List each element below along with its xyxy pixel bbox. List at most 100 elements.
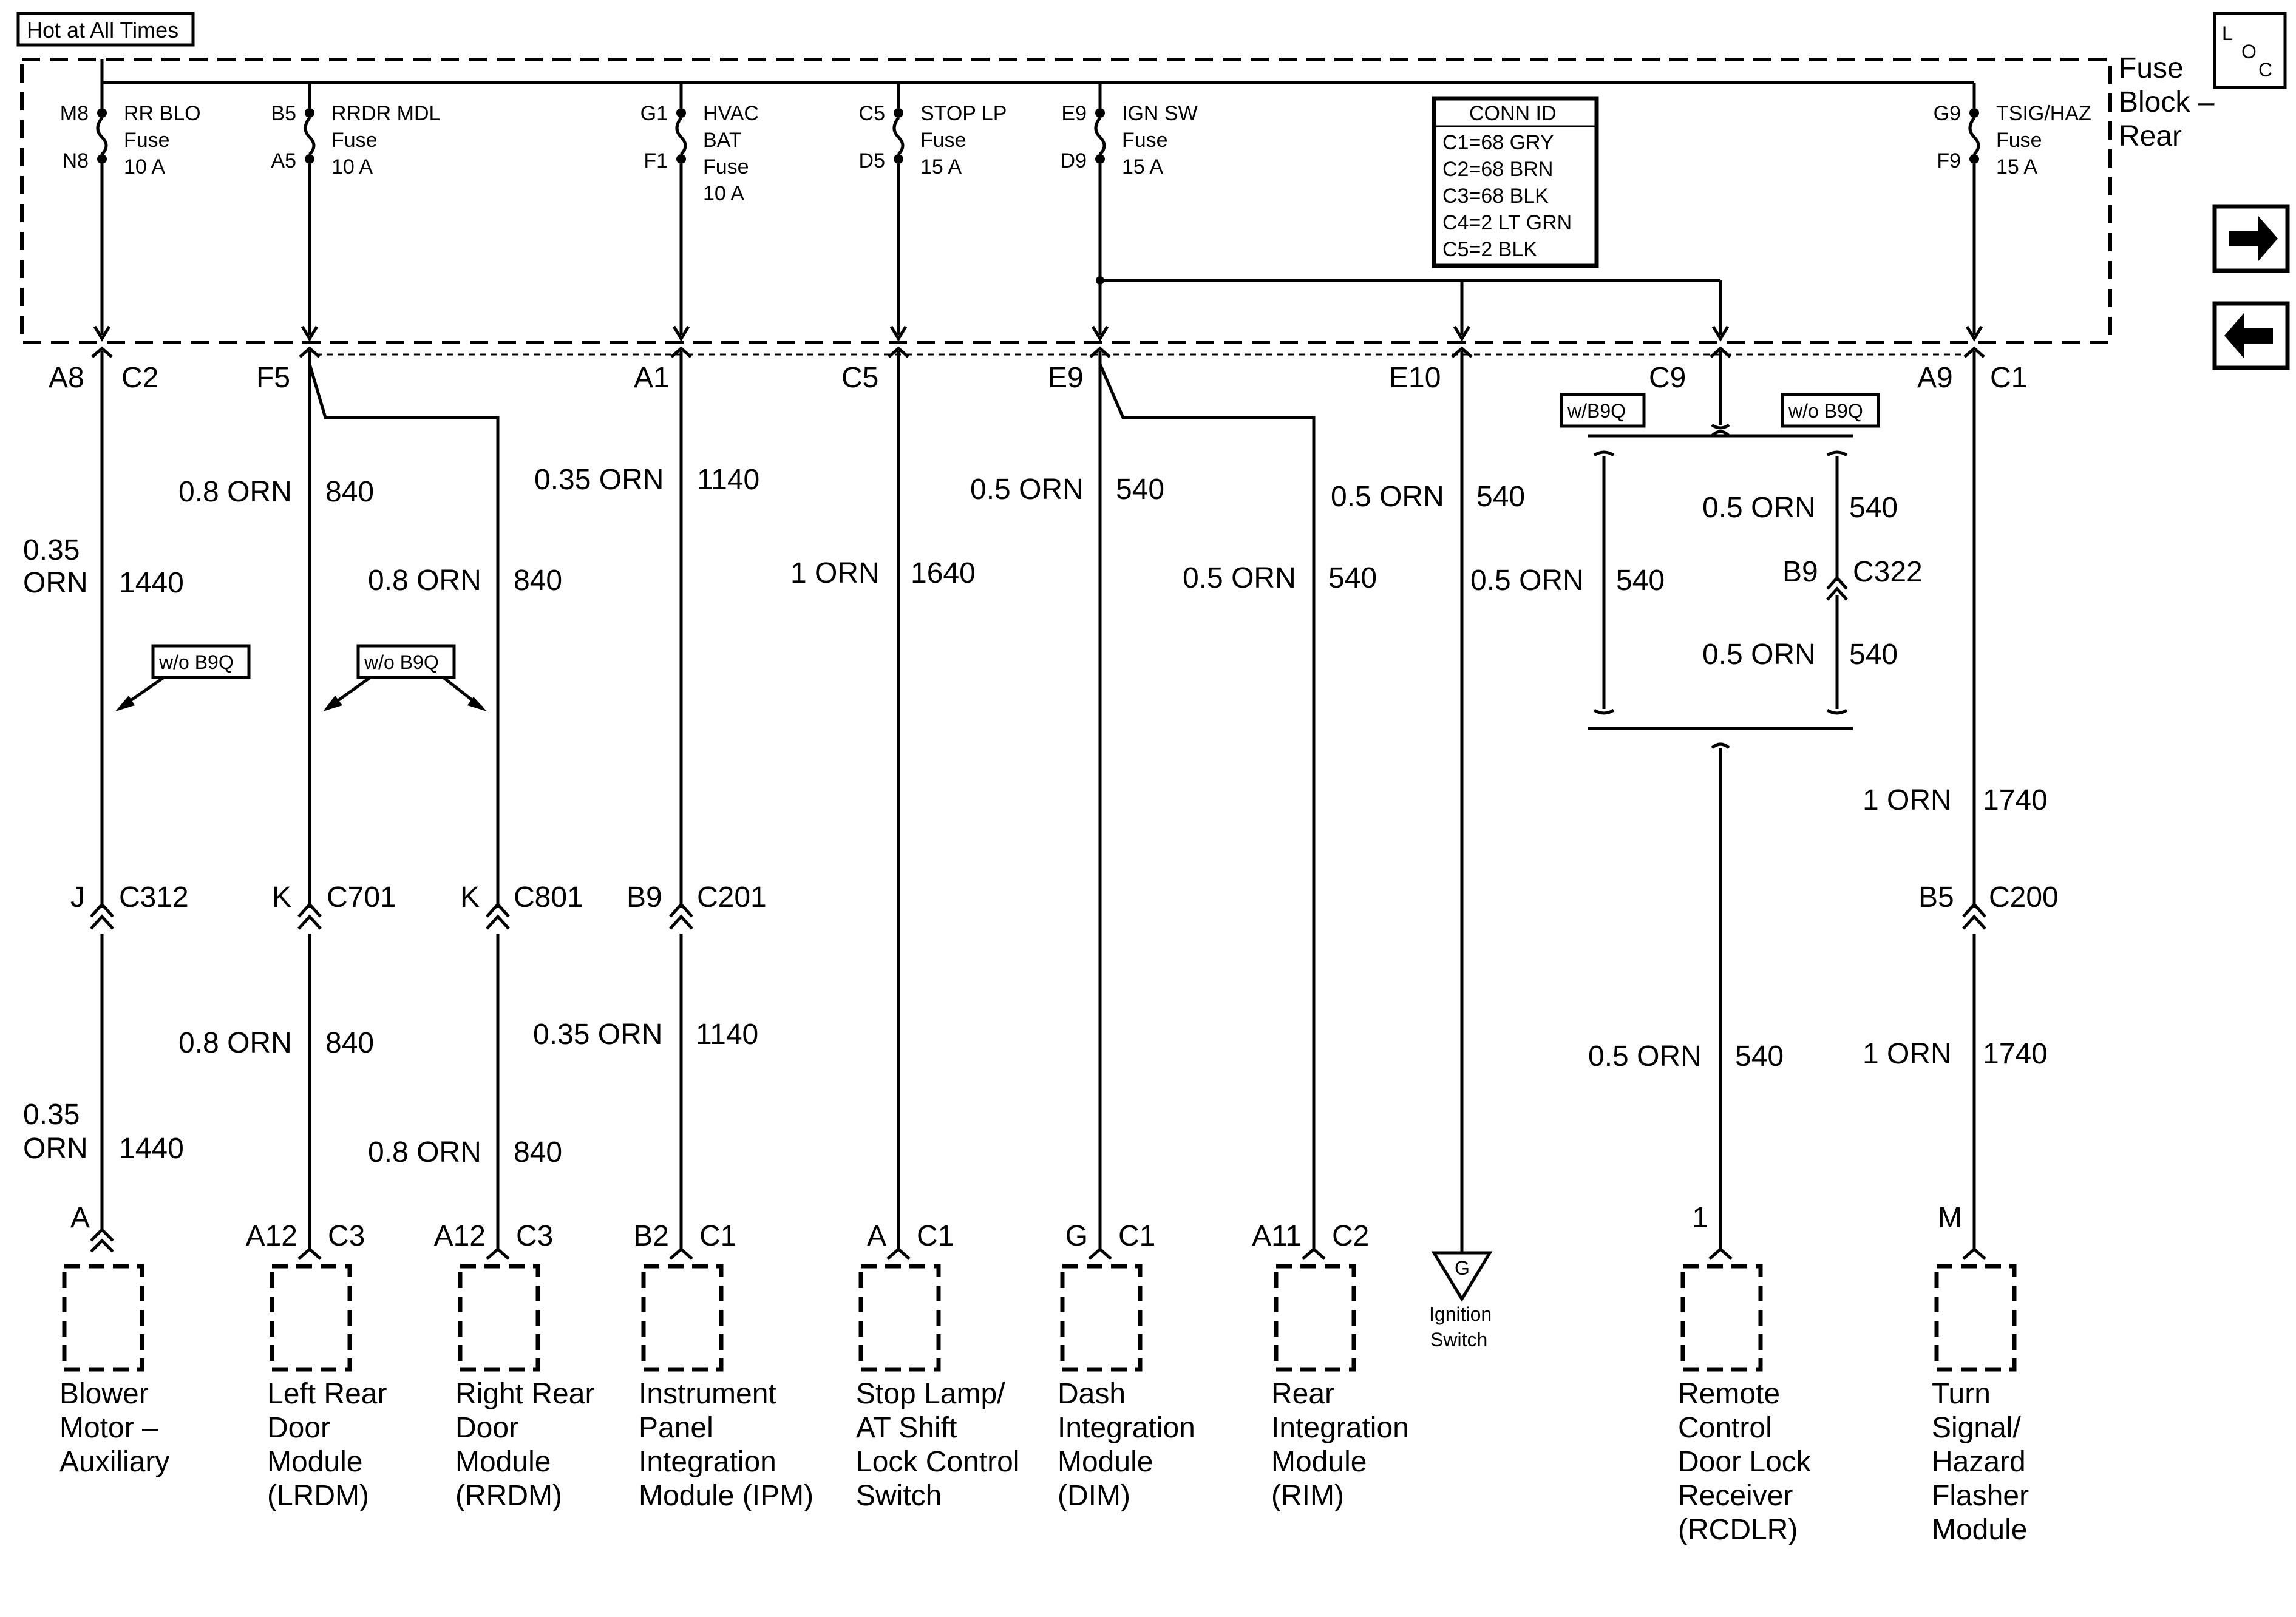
fuse-out-pin: F9 (1937, 149, 1961, 172)
fuse-label: RR BLO (124, 102, 201, 125)
wire-gauge: 1 ORN (1863, 1038, 1952, 1070)
svg-text:E10: E10 (1389, 362, 1441, 394)
component-name: Stop Lamp/ (856, 1378, 1005, 1410)
component-terminal-symbols (90, 1227, 1986, 1260)
component-name: Integration (1058, 1412, 1195, 1444)
component-box (458, 1264, 540, 1372)
fuse-out-pin: A5 (271, 149, 296, 172)
component-pin: G (1065, 1220, 1088, 1252)
conn-id-row: C3=68 BLK (1442, 185, 1549, 208)
component-pin: M (1938, 1202, 1962, 1234)
svg-text:C801: C801 (514, 881, 583, 914)
component-pin: A (867, 1220, 886, 1252)
svg-text:w/o B9Q: w/o B9Q (1788, 400, 1863, 422)
component-name: Hazard (1932, 1446, 2026, 1478)
wire-circuit: 540 (1116, 473, 1164, 506)
component-name: Door (455, 1412, 518, 1444)
svg-text:Rear: Rear (2119, 120, 2182, 152)
component-name: Blower (59, 1378, 149, 1410)
conn-id-table: CONN ID C1=68 GRY C2=68 BRN C3=68 BLK C4… (1432, 96, 1599, 268)
hot-label-text: Hot at All Times (27, 18, 178, 42)
fuse-in-pin: M8 (60, 102, 89, 125)
option-tag-wo-b9q: w/o B9Q (323, 644, 487, 711)
right-arrow-icon (2229, 216, 2278, 261)
fuse-terminal (305, 108, 314, 118)
fuse-label: 15 A (1996, 155, 2037, 178)
fuse-label: 15 A (1122, 155, 1163, 178)
fuse-out-pin: D9 (1061, 149, 1087, 172)
component-connector: C1 (917, 1220, 954, 1252)
component-box (1060, 1264, 1143, 1372)
fuse-label: Fuse (124, 129, 170, 152)
svg-text:G: G (1455, 1257, 1470, 1279)
svg-text:A8: A8 (49, 362, 84, 394)
fuse-terminal (97, 154, 107, 164)
down-arrow-icon (93, 325, 111, 342)
component-pin: 1 (1692, 1202, 1708, 1234)
component-name: (RIM) (1271, 1480, 1344, 1512)
wire-gauge: 0.5 ORN (1183, 562, 1296, 594)
block-output-arrows (91, 325, 1985, 358)
fuse-in-pin: G1 (640, 102, 668, 125)
connector-mark (91, 346, 113, 358)
fuse-terminal (676, 154, 686, 164)
component-box (858, 1264, 941, 1372)
fuse-label: IGN SW (1122, 102, 1198, 125)
wire-circuit: 1140 (696, 1019, 758, 1051)
svg-text:Block –: Block – (2119, 86, 2215, 118)
component-connector: C1 (699, 1220, 736, 1252)
fuse-label: STOP LP (920, 102, 1007, 125)
component-pin: A12 (434, 1220, 486, 1252)
component-name: Module (1271, 1446, 1367, 1478)
fuse-icon (675, 117, 687, 155)
loc-icon[interactable]: L O C (2213, 12, 2287, 89)
fuse-icon (892, 117, 905, 155)
component-name: Module (IPM) (639, 1480, 813, 1512)
down-arrow-icon (889, 325, 908, 342)
svg-text:Fuse: Fuse (2119, 52, 2184, 84)
wire-circuit: 1440 (119, 567, 184, 599)
wire-circuit: 540 (1616, 564, 1665, 597)
connector-mark (888, 346, 909, 358)
down-arrow-icon (1965, 325, 1983, 342)
component-pin: A (70, 1202, 90, 1234)
wire-gauge: ORN (23, 567, 88, 599)
wire-gauge: 0.35 ORN (533, 1019, 662, 1051)
fuse-icon (96, 117, 108, 155)
conn-id-row: C4=2 LT GRN (1442, 211, 1572, 234)
component-connector: C2 (1332, 1220, 1369, 1252)
svg-text:C2: C2 (121, 362, 158, 394)
svg-text:C1: C1 (1990, 362, 2027, 394)
svg-text:w/B9Q: w/B9Q (1567, 400, 1626, 422)
svg-text:K: K (460, 881, 480, 914)
wire-gauge: 0.5 ORN (1702, 639, 1816, 671)
conn-id-title: CONN ID (1469, 102, 1557, 125)
inline-connector-labels: J C312 K C701 K C801 B9 C201 B5 C200 B9 … (70, 556, 2059, 914)
component-name: Integration (1271, 1412, 1409, 1444)
component-name: Lock Control (856, 1446, 1019, 1478)
conn-id-row: C2=68 BRN (1442, 158, 1553, 181)
forward-button[interactable] (2212, 204, 2290, 273)
fuse-label: 10 A (331, 155, 373, 178)
option-tag-wo-b9q: w/o B9Q (115, 644, 251, 711)
wire-labels: 0.35 ORN 1440 0.8 ORN 840 0.8 ORN 840 0.… (23, 464, 2048, 1168)
fuse-label: Fuse (920, 129, 966, 152)
component-name: Receiver (1678, 1480, 1793, 1512)
component-name: Flasher (1932, 1480, 2029, 1512)
fuse-label: 10 A (703, 182, 744, 205)
wire-gauge: ORN (23, 1133, 88, 1165)
component-name: Door (267, 1412, 330, 1444)
svg-text:K: K (272, 881, 291, 914)
fuse-label: 10 A (124, 155, 165, 178)
fuse-in-pin: G9 (1934, 102, 1961, 125)
fuse-label: 15 A (920, 155, 962, 178)
inline-connector-symbols (90, 575, 1986, 930)
back-button[interactable] (2212, 301, 2290, 370)
wire-gauge: 0.8 ORN (178, 1027, 292, 1059)
component-box (270, 1264, 352, 1372)
